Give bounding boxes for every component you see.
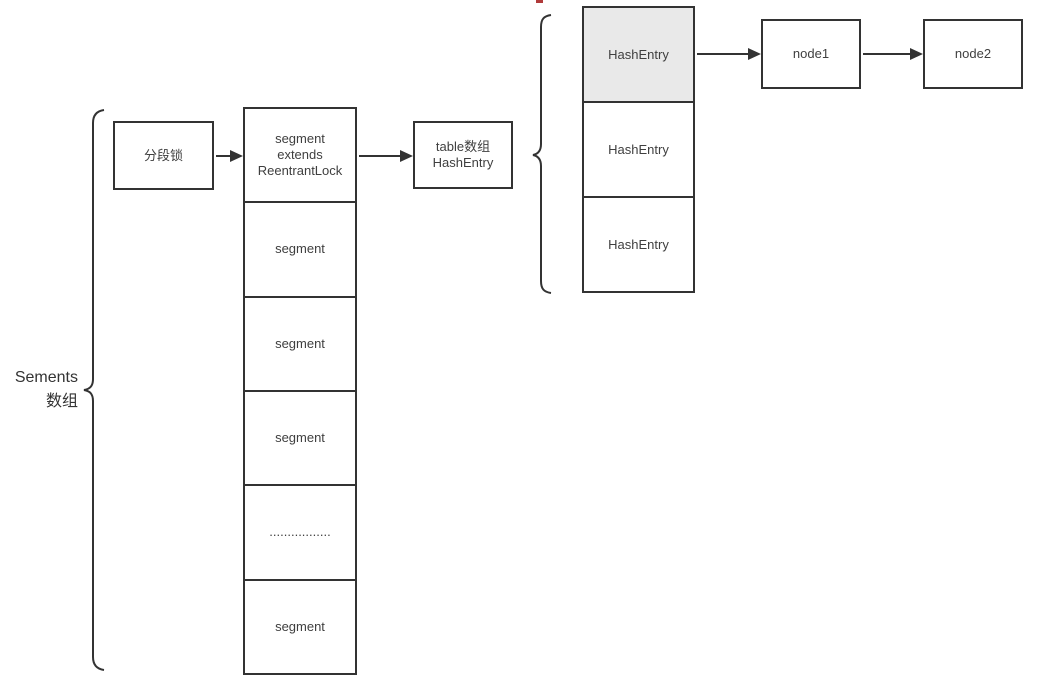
segment-cell: segment (245, 578, 355, 673)
hashentry-column: HashEntry HashEntry HashEntry (582, 6, 695, 293)
segment-lock-label: 分段锁 (143, 147, 183, 163)
node2-box: node2 (923, 19, 1023, 89)
arrowhead-segments-to-table (400, 150, 413, 162)
segment-cell: segment (245, 295, 355, 390)
arrowhead-node1-to-node2 (910, 48, 923, 60)
node1-label: node1 (792, 46, 830, 61)
table-array-box: table数组 HashEntry (413, 121, 513, 189)
segment-cell: segment (245, 389, 355, 485)
arrowhead-lock-to-segments (230, 150, 243, 162)
node1-box: node1 (761, 19, 861, 89)
segments-brace-icon (83, 109, 105, 671)
segment-cell-ellipsis: ................. (245, 484, 355, 579)
segment-column: segment extends ReentrantLock segment se… (243, 107, 357, 675)
segment-cell: segment extends ReentrantLock (245, 109, 355, 202)
arrowhead-hashentry-to-node1 (748, 48, 761, 60)
red-mark (536, 0, 543, 3)
hashentry-brace-icon (532, 14, 552, 294)
table-array-label: table数组 HashEntry (432, 139, 494, 170)
segments-array-label: Sements 数组 (14, 369, 78, 410)
node2-label: node2 (954, 46, 992, 61)
hashentry-cell: HashEntry (584, 196, 693, 291)
segment-lock-box: 分段锁 (113, 121, 214, 190)
segment-cell: segment (245, 201, 355, 296)
hashentry-cell: HashEntry (584, 101, 693, 196)
hashentry-cell-highlighted: HashEntry (584, 8, 693, 101)
